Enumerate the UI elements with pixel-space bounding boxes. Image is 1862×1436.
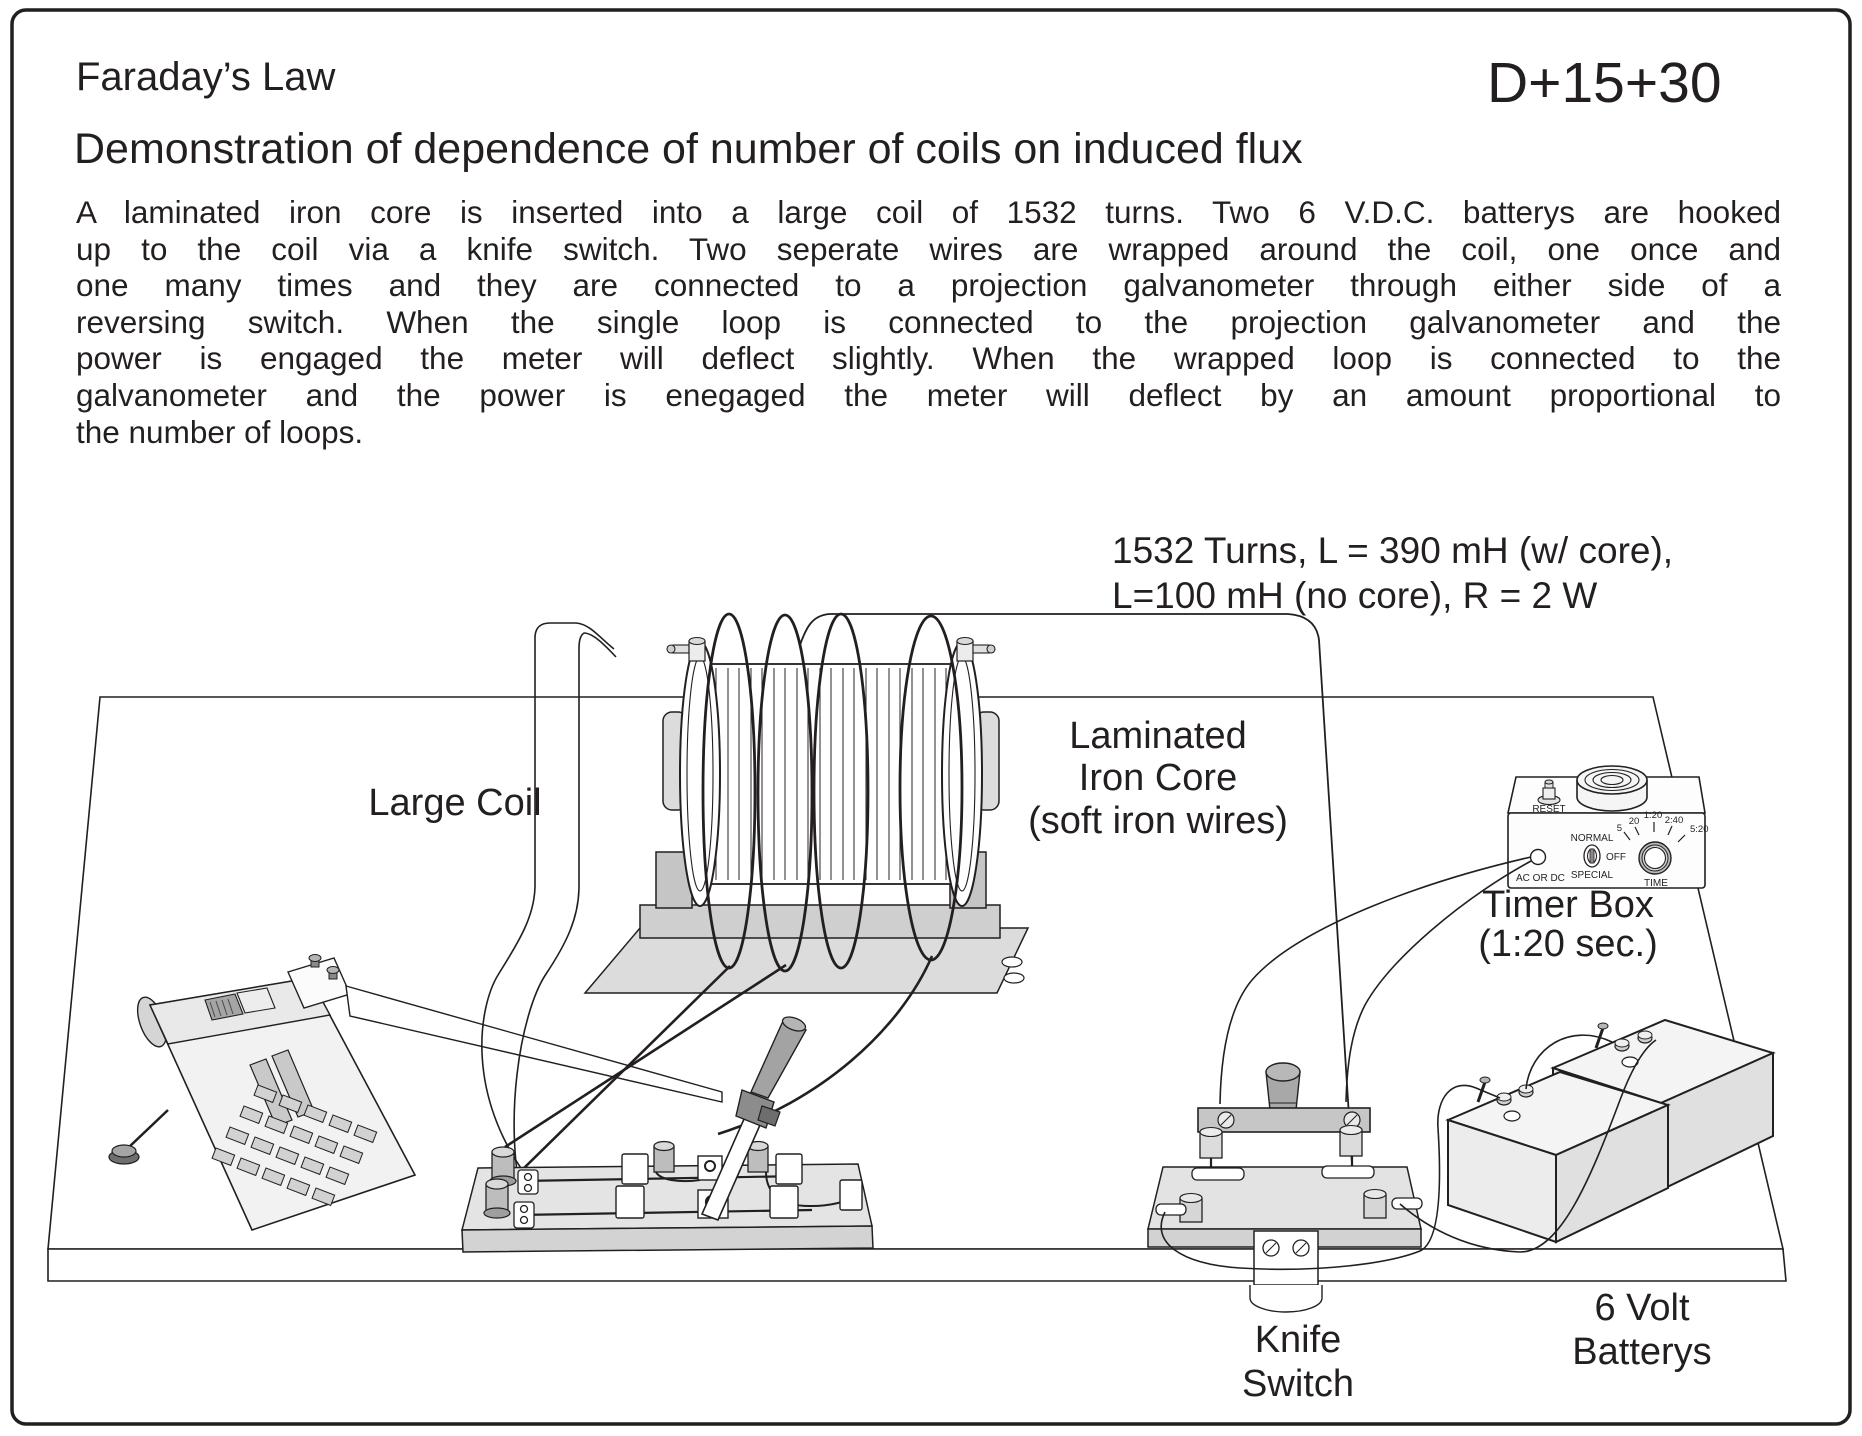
coil-terminal-right [956, 636, 996, 662]
galvanometer-beam [345, 985, 723, 1103]
coil-flange-left [679, 641, 721, 907]
coil-to-knife-wire [799, 613, 1353, 1165]
timer-label-line2: (1:20 sec.) [1478, 923, 1658, 965]
timer-box: RESET AC OR DC NORMAL OFF SPECIAL [1507, 765, 1709, 889]
page-subtitle: Demonstration of dependence of number of… [74, 125, 1303, 173]
stand-screw [1001, 956, 1023, 968]
core-label-line1: Laminated [1069, 715, 1246, 757]
mode-toggle [1583, 844, 1601, 868]
tick-240: 2:40 [1665, 815, 1684, 826]
ac-dc-label: AC OR DC [1516, 873, 1565, 884]
battery-near [1445, 1070, 1671, 1244]
paragraph-line: galvanometer and the power is enegaged t… [76, 376, 1781, 413]
battery-label-line1: 6 Volt [1594, 1287, 1690, 1329]
core-label-line3: (soft iron wires) [1028, 800, 1288, 842]
timer-label-line1: Timer Box [1482, 884, 1654, 926]
coil-spec-line1: 1532 Turns, L = 390 mH (w/ core), [1112, 530, 1673, 571]
reset-button [1537, 779, 1561, 806]
coil-terminal-left [666, 636, 706, 662]
power-wires [1160, 1034, 1657, 1271]
knife-clip [1191, 1167, 1245, 1181]
binding-post [308, 954, 322, 962]
knife-label-line2: Switch [1242, 1363, 1354, 1405]
timer-bell [1576, 765, 1648, 812]
knife-switch [1147, 1062, 1423, 1313]
time-ticks [1623, 822, 1686, 843]
tick-20: 20 [1629, 816, 1640, 827]
tick-5: 5 [1617, 823, 1622, 834]
knife-junction-box [1249, 1230, 1323, 1313]
reversing-connector-blocks [513, 1169, 539, 1229]
projection-galvanometer [108, 954, 417, 1231]
paragraph-line: up to the coil via a knife switch. Two s… [76, 230, 1781, 267]
paragraph-line: one many times and they are connected to… [76, 267, 1781, 304]
time-knob [1638, 841, 1672, 875]
reversing-posts [483, 1140, 769, 1219]
tick-120: 1:20 [1644, 810, 1663, 821]
reset-label: RESET [1532, 804, 1565, 815]
galvanometer-keypad [211, 1084, 378, 1207]
battery-pin [1476, 1081, 1487, 1103]
battery-label-line2: Batterys [1572, 1331, 1711, 1373]
description-paragraph: A laminated iron core is inserted into a… [76, 194, 1781, 450]
galvanometer-leg [127, 1109, 169, 1149]
reversing-keys [615, 1153, 863, 1219]
reversing-lever [700, 1016, 808, 1222]
catalog-code: D+15+30 [1487, 51, 1722, 115]
lever-handle [750, 1020, 808, 1099]
paragraph-line: reversing switch. When the single loop i… [76, 303, 1781, 340]
tick-520: 5:20 [1690, 824, 1709, 835]
ac-dc-port [1529, 848, 1547, 866]
binding-post [326, 966, 340, 974]
paragraph-line: power is engaged the meter will deflect … [76, 340, 1781, 377]
knife-label-line1: Knife [1255, 1319, 1342, 1361]
normal-label: NORMAL [1571, 833, 1614, 844]
stand-screw [1003, 972, 1025, 984]
knife-clip [1321, 1165, 1375, 1179]
core-label-line2: Iron Core [1079, 757, 1237, 799]
coil-spec-line2: L=100 mH (no core), R = 2 W [1112, 575, 1597, 616]
reversing-switch [461, 1016, 874, 1253]
paragraph-line: A laminated iron core is inserted into a… [76, 194, 1781, 230]
coil-left-wires [481, 622, 617, 1209]
time-label: TIME [1644, 878, 1668, 889]
large-coil [662, 612, 1000, 973]
timer-to-knife-wires [1219, 856, 1532, 1105]
page-title: Faraday’s Law [76, 55, 336, 99]
paragraph-line: the number of loops. [76, 413, 364, 450]
special-label: SPECIAL [1571, 870, 1614, 881]
knife-knob [1265, 1062, 1301, 1111]
large-coil-label: Large Coil [368, 782, 541, 824]
off-label: OFF [1606, 852, 1626, 863]
